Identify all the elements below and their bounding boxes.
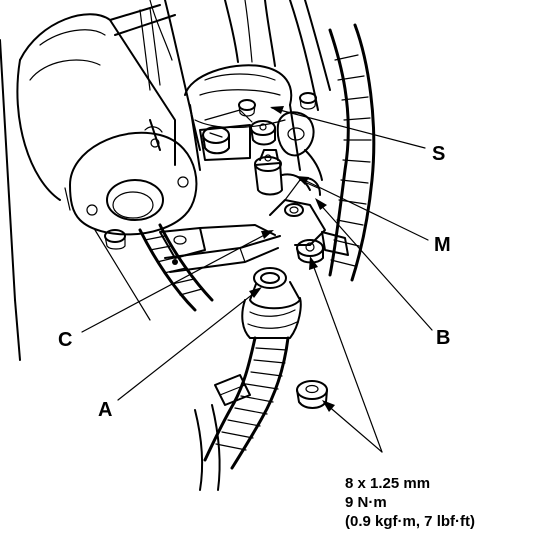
torque-spec: 8 x 1.25 mm 9 N·m (0.9 kgf·m, 7 lbf·ft) bbox=[345, 475, 475, 530]
callout-label-s: S bbox=[432, 143, 445, 165]
cable-a bbox=[194, 267, 302, 491]
callout-label-a: A bbox=[98, 399, 112, 421]
arrowhead-a bbox=[249, 287, 262, 298]
arrowhead-c bbox=[261, 230, 274, 239]
arrowhead-spec-nut-b bbox=[309, 256, 318, 270]
leader-a bbox=[117, 289, 259, 401]
callout-label-c: C bbox=[58, 329, 72, 351]
arrowhead-spec-loose-nut bbox=[322, 400, 335, 412]
wire-harness-right bbox=[289, 0, 376, 282]
leader-lines bbox=[81, 106, 433, 453]
bracket-b bbox=[269, 177, 326, 246]
leader-c bbox=[81, 231, 271, 333]
leader-spec-loose-nut bbox=[325, 403, 383, 453]
leader-m bbox=[299, 177, 429, 241]
terminal-m-connector bbox=[254, 149, 311, 196]
leader-s bbox=[271, 107, 426, 149]
callout-label-b: B bbox=[436, 327, 450, 349]
loose-nut bbox=[296, 380, 328, 409]
torque-alt-text: (0.9 kgf·m, 7 lbf·ft) bbox=[345, 513, 475, 530]
leader-spec-nut-b bbox=[311, 261, 383, 453]
arrowhead-s bbox=[270, 106, 284, 114]
solenoid-terminal-nut-left bbox=[202, 126, 230, 155]
callout-label-m: M bbox=[434, 234, 451, 256]
solenoid-terminal-nut-s bbox=[250, 120, 276, 146]
starter-motor-body bbox=[0, 0, 201, 361]
bolt-size-text: 8 x 1.25 mm bbox=[345, 475, 430, 492]
solenoid-housing bbox=[184, 0, 301, 171]
torque-nm-text: 9 N·m bbox=[345, 494, 387, 511]
arrowhead-m bbox=[296, 176, 309, 185]
leader-b bbox=[317, 201, 433, 331]
arrowhead-b bbox=[315, 198, 327, 210]
solenoid-terminal-small bbox=[238, 99, 256, 117]
wire-harness-left bbox=[138, 223, 214, 312]
flange-bolt bbox=[104, 229, 126, 250]
mounting-flange bbox=[64, 119, 198, 236]
